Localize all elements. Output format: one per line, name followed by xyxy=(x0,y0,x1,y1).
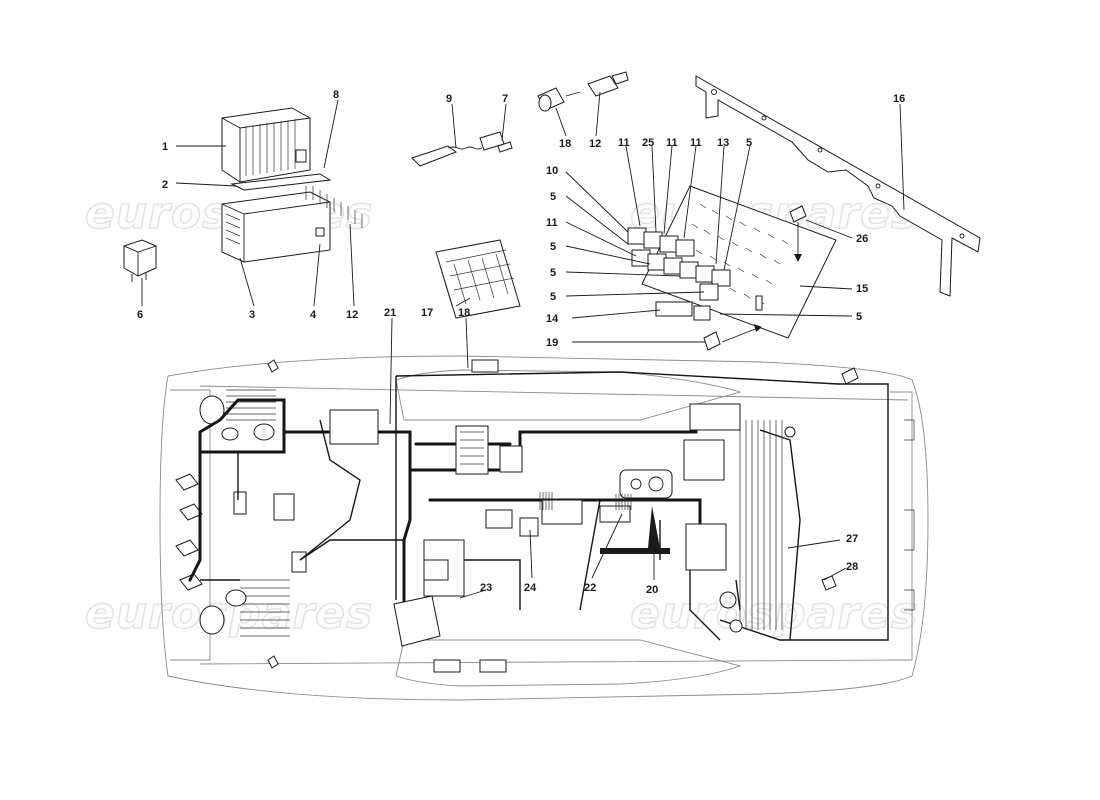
watermark-group: eurospares eurospares eurospares eurospa… xyxy=(84,187,918,640)
callout-11: 11 xyxy=(666,137,678,149)
callout-3: 3 xyxy=(249,309,255,321)
callout-9: 9 xyxy=(446,93,452,105)
callouts: 1 2 3 4 6 8 12 9 7 18 12 11 25 11 11 13 … xyxy=(137,89,905,596)
callout-26: 26 xyxy=(856,233,868,245)
callout-11: 11 xyxy=(618,137,630,149)
grommet-26 xyxy=(789,205,807,262)
callout-11: 11 xyxy=(690,137,702,149)
connector-9 xyxy=(411,131,513,167)
callout-28: 28 xyxy=(846,561,858,573)
callout-25: 25 xyxy=(642,137,654,149)
callout-8: 8 xyxy=(333,89,339,101)
left-components xyxy=(175,359,307,669)
fuse-cover-17 xyxy=(435,239,521,319)
callout-20: 20 xyxy=(646,584,658,596)
relays-5-11 xyxy=(627,227,731,321)
callout-21: 21 xyxy=(384,307,396,319)
callout-18: 18 xyxy=(458,307,470,319)
connector-18 xyxy=(537,71,629,112)
callout-12: 12 xyxy=(589,138,601,150)
callout-19: 19 xyxy=(546,337,558,349)
connector-stripes xyxy=(539,492,632,510)
callout-17: 17 xyxy=(421,307,433,319)
mounting-bracket xyxy=(695,75,981,297)
callout-5: 5 xyxy=(550,267,556,279)
callout-2: 2 xyxy=(162,179,168,191)
callout-23: 23 xyxy=(480,582,492,594)
callout-12: 12 xyxy=(346,309,358,321)
watermark-text: eurospares xyxy=(630,588,918,639)
callout-5: 5 xyxy=(550,191,556,203)
callout-10: 10 xyxy=(546,165,558,177)
callout-16: 16 xyxy=(893,93,905,105)
fuse-strip xyxy=(230,173,332,191)
left-grille xyxy=(226,389,290,637)
cabin-components xyxy=(329,359,859,673)
callout-6: 6 xyxy=(137,309,143,321)
callout-13: 13 xyxy=(717,137,729,149)
callout-18: 18 xyxy=(559,138,571,150)
leader-lines xyxy=(141,91,905,599)
callout-1: 1 xyxy=(162,141,168,153)
callout-22: 22 xyxy=(584,582,596,594)
callout-5: 5 xyxy=(550,241,556,253)
fuses xyxy=(305,186,363,228)
callout-24: 24 xyxy=(524,582,537,594)
callout-5: 5 xyxy=(550,291,556,303)
callout-11: 11 xyxy=(546,217,558,229)
relay-6 xyxy=(123,239,157,282)
callout-5: 5 xyxy=(856,311,862,323)
fuse-box-cover xyxy=(221,107,311,183)
grommet-19 xyxy=(703,324,762,351)
fuse-holder xyxy=(221,191,331,263)
callout-14: 14 xyxy=(546,313,559,325)
callout-15: 15 xyxy=(856,283,868,295)
callout-5: 5 xyxy=(746,137,752,149)
vehicle-body xyxy=(159,355,929,701)
engine-bay xyxy=(739,420,783,630)
callout-7: 7 xyxy=(502,93,508,105)
callout-4: 4 xyxy=(310,309,317,321)
callout-27: 27 xyxy=(846,533,858,545)
